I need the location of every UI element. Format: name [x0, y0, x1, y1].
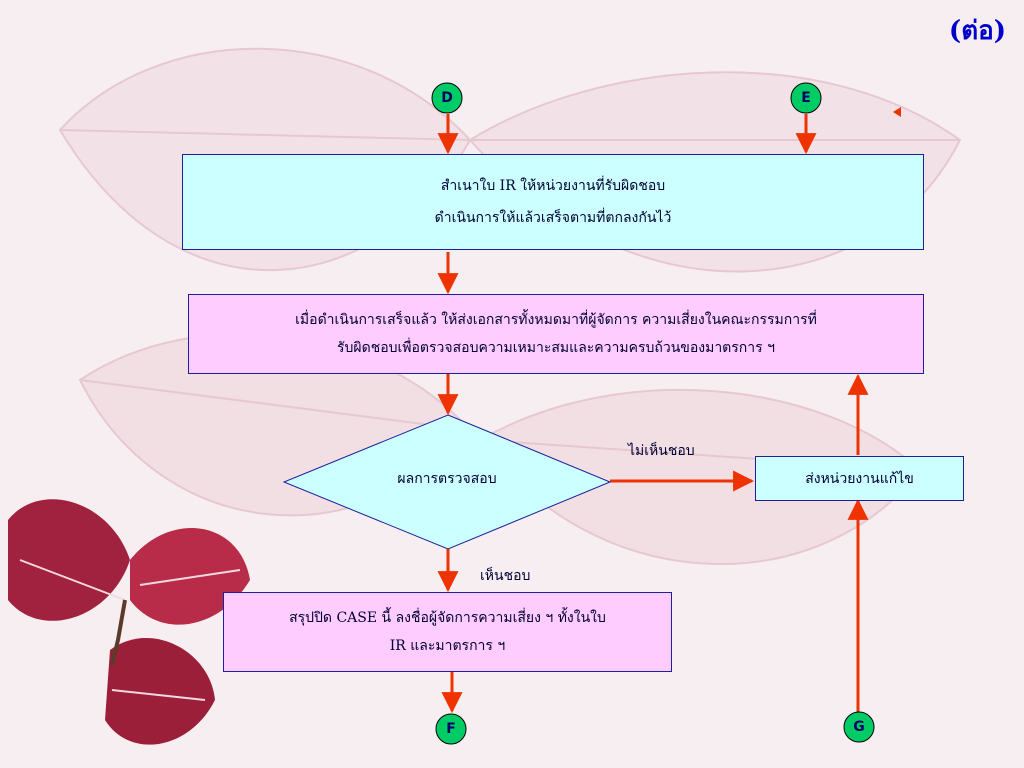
- close-case-line1: สรุปปิด CASE นี้ ลงชื่อผู้จัดการความเสี่…: [289, 610, 606, 626]
- decision-diamond: [282, 414, 612, 550]
- close-case-line2: IR และมาตรการ ฯ: [389, 638, 506, 654]
- node-f-label: F: [446, 721, 456, 737]
- submit-documents-box: เมื่อดำเนินการเสร็จแล้ว ให้ส่งเอกสารทั้ง…: [188, 294, 924, 374]
- copy-ir-line1: สำเนาใบ IR ให้หน่วยงานที่รับผิดชอบ: [440, 178, 666, 194]
- copy-ir-line2: ดำเนินการให้แล้วเสร็จตามที่ตกลงกันไว้: [434, 210, 672, 226]
- red-leaves-cluster: [8, 499, 250, 745]
- small-marker-icon: [893, 107, 901, 117]
- agree-edge-label: เห็นชอบ: [480, 568, 531, 584]
- node-e-circle: [790, 82, 822, 114]
- submit-documents-line2: รับผิดชอบเพื่อตรวจสอบความเหมาะสมและความค…: [337, 340, 775, 356]
- node-d-circle: [431, 82, 463, 114]
- connector-nodes: [431, 82, 875, 745]
- node-g-label: G: [853, 719, 865, 735]
- send-unit-fix-box: ส่งหน่วยงานแก้ไข: [755, 456, 964, 501]
- submit-documents-line1: เมื่อดำเนินการเสร็จแล้ว ให้ส่งเอกสารทั้ง…: [295, 312, 817, 328]
- decision-label: ผลการตรวจสอบ: [397, 471, 497, 487]
- copy-ir-box: สำเนาใบ IR ให้หน่วยงานที่รับผิดชอบ ดำเนิ…: [182, 154, 924, 250]
- page-title: (ต่อ): [948, 16, 1006, 46]
- close-case-box: สรุปปิด CASE นี้ ลงชื่อผู้จัดการความเสี่…: [223, 592, 672, 672]
- node-d-label: D: [441, 90, 453, 106]
- node-f-circle: [435, 713, 467, 745]
- disagree-edge-label: ไม่เห็นชอบ: [628, 443, 695, 459]
- node-e-label: E: [801, 90, 811, 106]
- send-unit-fix-label: ส่งหน่วยงานแก้ไข: [805, 470, 914, 487]
- node-g-circle: [843, 711, 875, 743]
